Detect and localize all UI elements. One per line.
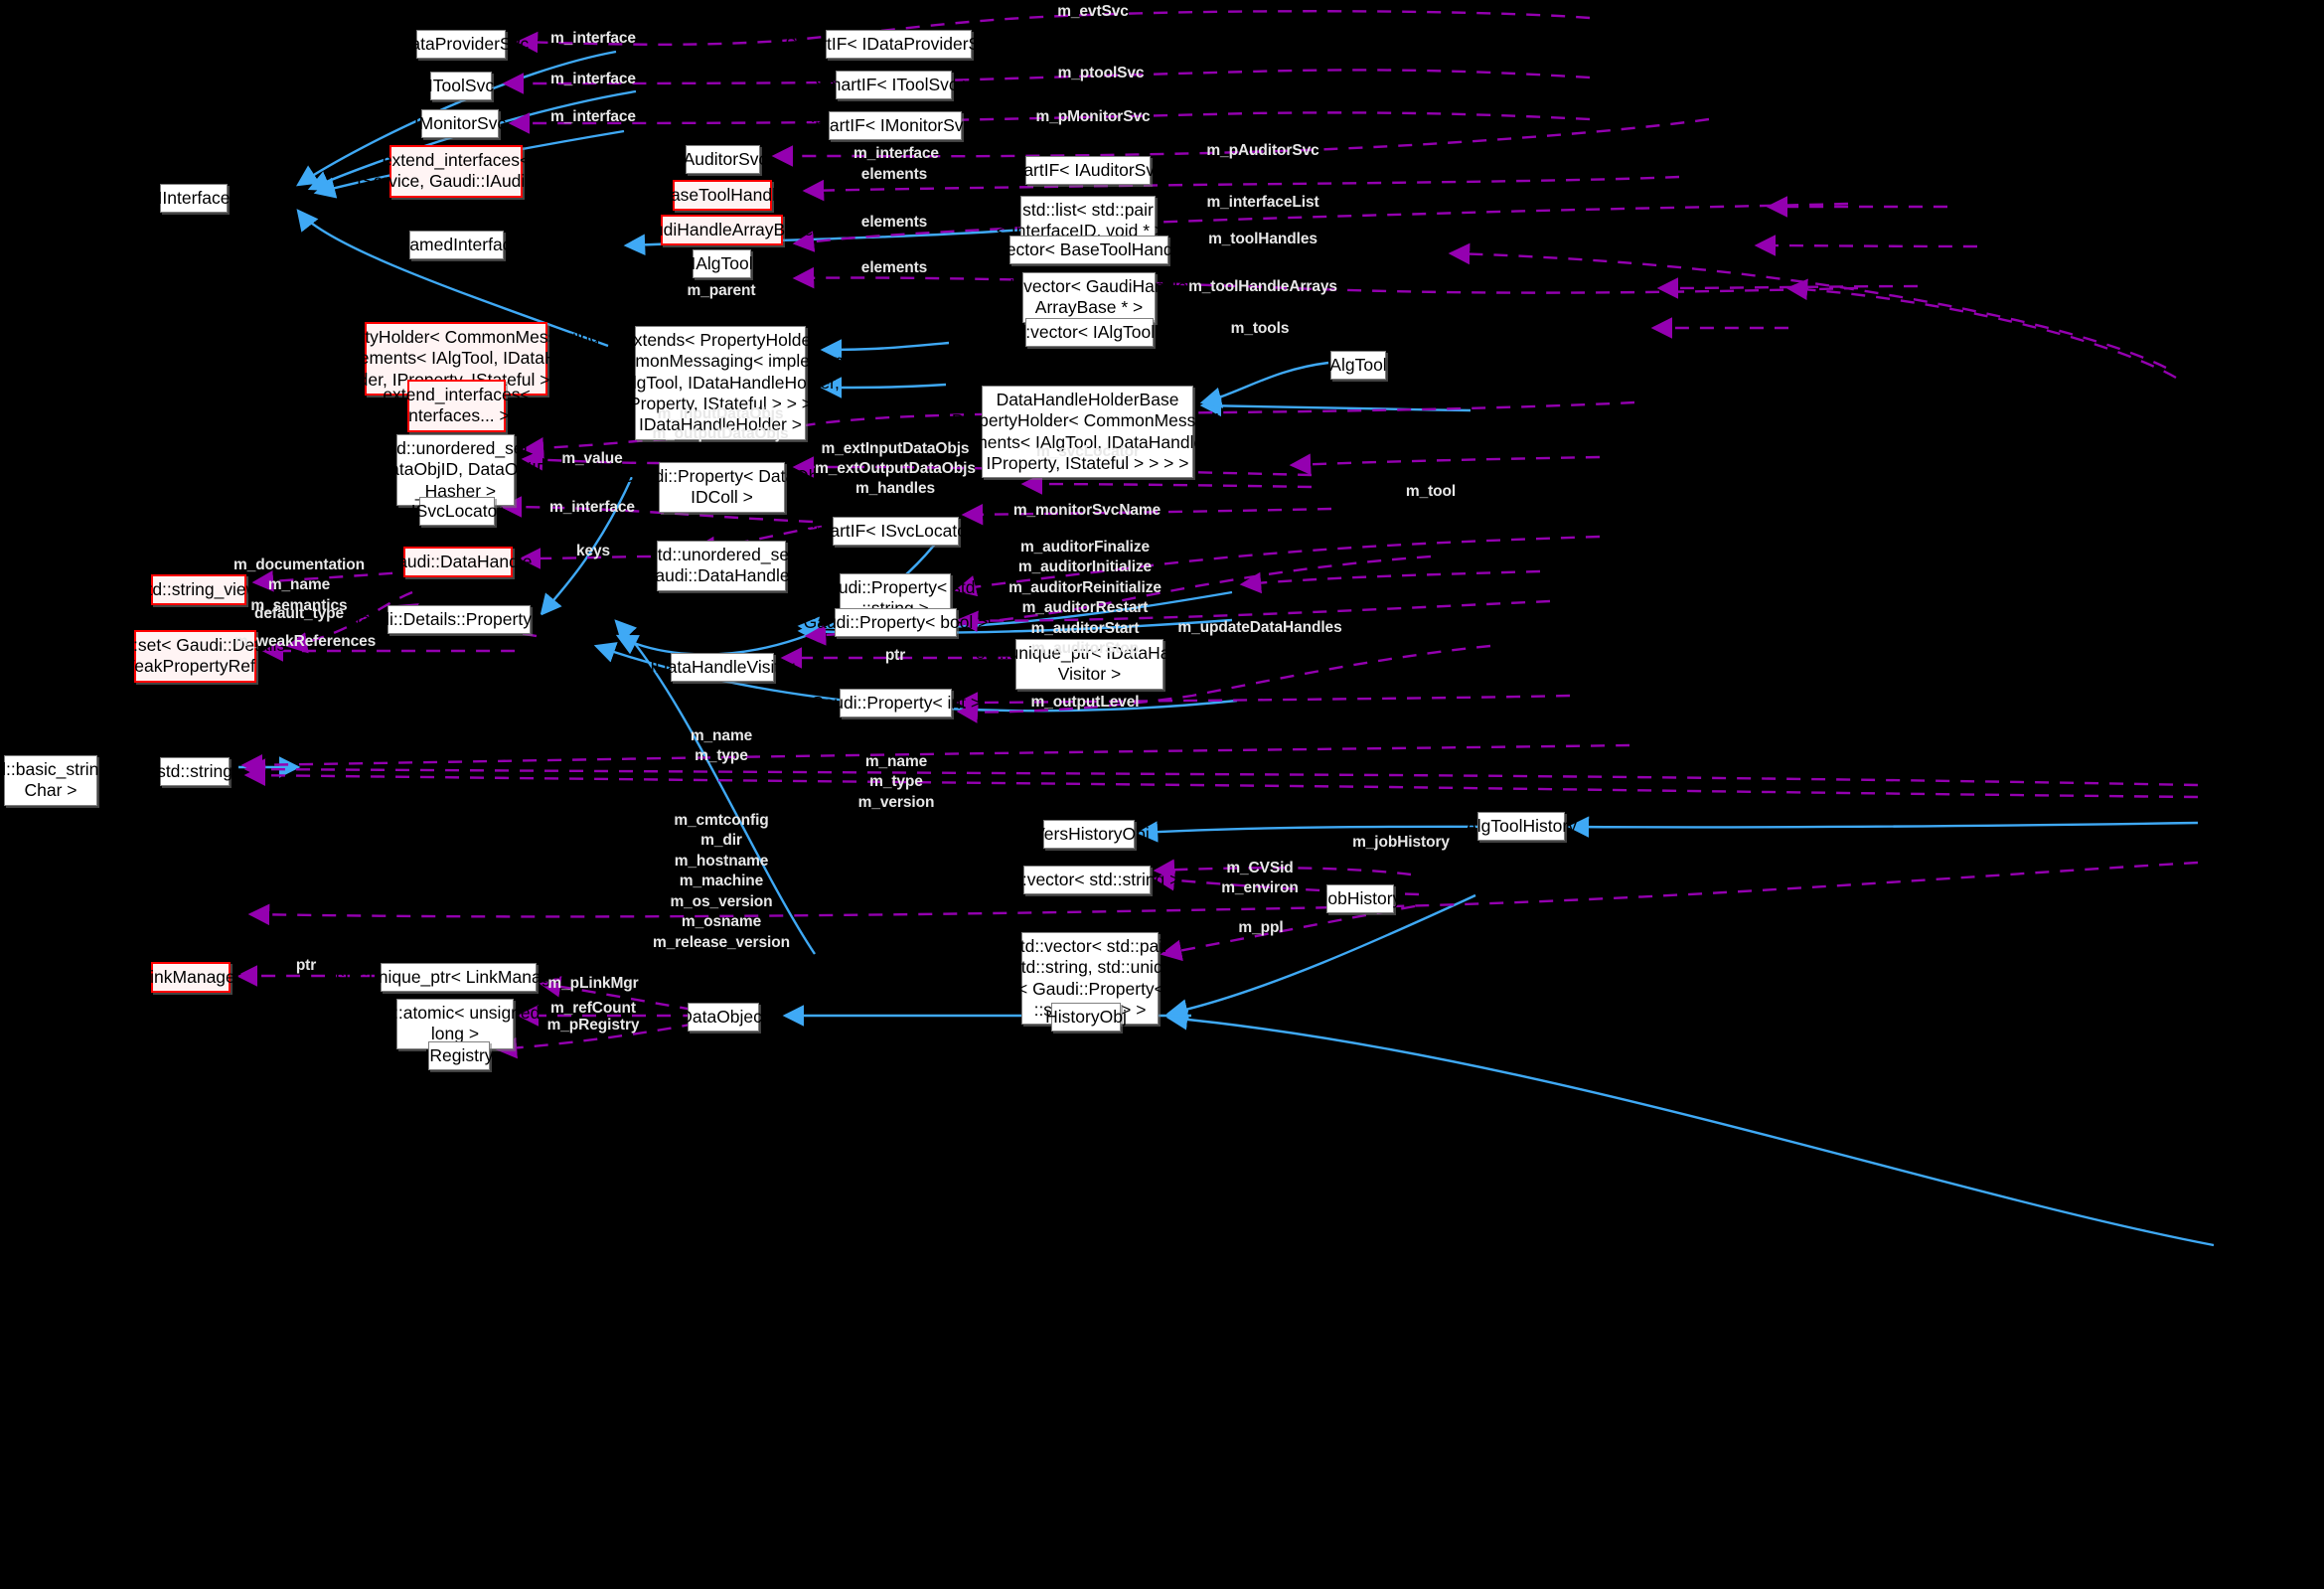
edge-label-interface3: m_interface [550,108,636,125]
edge-label-default_type: default_type [253,605,345,622]
edge-label-monitorsvcname: m_monitorSvcName [1012,502,1162,519]
edge-label-outputlevel: m_outputLevel [1030,694,1140,711]
class-node-prop_dataobjidcoll[interactable]: Gaudi::Property< DataObj IDColl > [622,462,822,513]
edge-label-ptr2: ptr [295,957,317,974]
class-node-imonitorsvc[interactable]: IMonitorSvc [414,109,506,139]
class-node-datahandleholderbase[interactable]: DataHandleHolderBase < PropertyHolder< C… [916,386,1259,479]
class-node-smartif_iauditorsvc[interactable]: SmartIF< IAuditorSvc > [998,156,1178,186]
class-node-stdstring[interactable]: std::string [157,757,232,787]
class-node-uniqueptr_visitor[interactable]: std::unique_ptr< IDataHandle Visitor > [976,639,1203,690]
edge-label-interface1: m_interface [550,30,636,47]
edge-label-ptr1: ptr [884,647,906,664]
edge-label-name_type: m_name m_type [690,727,753,765]
class-node-vec_string[interactable]: std::vector< std::string > [995,866,1179,895]
edge-label-pauditorsvc: m_pAuditorSvc [1206,142,1319,159]
class-node-uniqueptr_linkmgr[interactable]: std::unique_ptr< LinkManager > [336,963,581,993]
class-node-smartif_idataprovider[interactable]: SmartIF< IDataProviderSvc > [785,30,1012,60]
class-node-idataprovidersvc[interactable]: IDataProviderSvc [393,30,529,60]
edge-label-extinputoutput: m_extInputDataObjs m_extOutputDataObjs [815,440,976,478]
edge-label-ptoolsvc: m_ptoolSvc [1057,65,1145,81]
edge-label-auditors: m_auditorFinalize m_auditorInitialize m_… [1008,539,1162,658]
edge-label-pregistry: m_pRegistry [546,1017,640,1033]
edge-label-value: m_value [561,450,623,467]
edge-label-svclocator: m_svcLocator [1036,443,1140,460]
class-node-iregistry[interactable]: IRegistry [424,1041,494,1071]
class-node-set_weakpropertyref[interactable]: std::set< Gaudi::Details ::WeakPropertyR… [105,630,285,683]
edge-label-ppl: m_ppl [1238,919,1284,936]
edge-label-cvsid_environ: m_CVSid m_environ [1221,860,1299,897]
edge-label-elements2: elements [860,214,928,231]
class-node-extend_iservice[interactable]: extend_interfaces< IService, Gaudi::IAud… [357,145,560,198]
edge-label-weakreferences: m_weakReferences [233,633,377,650]
class-node-linkmanager[interactable]: LinkManager [140,962,241,994]
edge-label-tools: m_tools [1230,320,1290,337]
class-node-itoolsvc[interactable]: IToolSvc [428,72,494,101]
class-node-dataobject[interactable]: DataObject [680,1003,767,1033]
class-node-atomic_ulong[interactable]: std::atomic< unsigned long > [371,999,540,1049]
edge-label-toolhandles: m_toolHandles [1208,231,1317,247]
class-node-historyobj[interactable]: HistoryObj [1045,1003,1127,1033]
edge-label-interface4: m_interface [853,145,939,162]
class-node-algtool[interactable]: AlgTool [1329,351,1387,381]
edge-label-elements3: elements [860,259,928,276]
edge-label-elements1: elements [860,166,928,183]
edge-label-updatedatahandles: m_updateDataHandles [1177,619,1342,636]
edge-label-toolhandlearrays: m_toolHandleArrays [1188,278,1337,295]
class-node-iversshistoryobj[interactable]: IVersHistoryObj [1028,820,1150,850]
class-node-smartif_imonitorsvc[interactable]: SmartIF< IMonitorSvc > [804,111,987,141]
class-node-propertybase[interactable]: Gaudi::Details::PropertyBase [347,605,571,635]
edge-label-tool: m_tool [1405,483,1457,500]
edge-label-pmonitorsvc: m_pMonitorSvc [1035,108,1151,125]
class-node-gaudihandlearraybase[interactable]: GaudiHandleArrayBase [631,215,813,246]
class-node-basetoolhandle[interactable]: BaseToolHandle [659,180,786,212]
class-node-smartif_isvclocator[interactable]: SmartIF< ISvcLocator > [804,517,988,547]
class-node-iauditorsvc[interactable]: IAuditorSvc [679,145,767,175]
edge-label-keys: keys [575,543,611,559]
class-node-vec_gaudihandlearray[interactable]: std::vector< GaudiHandle ArrayBase * > [991,272,1187,323]
class-node-gaudi_datahandle[interactable]: Gaudi::DataHandle [385,547,532,578]
edge-label-name_type_version: m_name m_type m_version [857,753,935,811]
edge-label-refcount: m_refCount [550,1000,636,1017]
class-node-unordered_datahandle[interactable]: std::unordered_set < Gaudi::DataHandle *… [627,541,816,591]
class-node-prop_int[interactable]: Gaudi::Property< int > [811,689,981,718]
edge-label-cmtconfig: m_cmtconfig m_dir m_hostname m_machine m… [653,812,790,951]
class-node-jobhistory[interactable]: JobHistory [1319,884,1401,914]
class-node-smartif_itoolsvc[interactable]: SmartIF< IToolSvc > [815,71,973,100]
class-node-unordered_dataobjid[interactable]: std::unordered_set < DataObjID, DataObjI… [362,434,549,507]
edge-label-inputoutputdataobjs: m_inputDataObjs m_outputDataObjs [652,405,789,443]
class-node-prop_bool[interactable]: Gaudi::Property< bool > [804,608,988,638]
edge-label-plinkmgr: m_pLinkMgr [547,975,639,992]
class-node-isvclocator[interactable]: ISvcLocator [411,497,503,527]
edge-label-documentation: m_documentation m_name m_semantics [233,556,365,614]
class-node-idatahandlevisitor[interactable]: IDataHandleVisitor [650,653,795,683]
class-node-algtoolhistory[interactable]: AlgToolHistory [1466,812,1577,842]
class-node-vec_ialgtool[interactable]: std::vector< IAlgTool * > [998,318,1181,348]
class-node-iinterface[interactable]: IInterface [158,184,230,214]
edge-label-interfacelist: m_interfaceList [1206,194,1319,211]
edge-label-interface5: m_interface [549,499,635,516]
class-node-inamedinterface[interactable]: INamedInterface [392,231,521,260]
class-node-extend_interfaces[interactable]: extend_interfaces< Interfaces... > [383,380,531,432]
class-node-vec_basetoolhandle[interactable]: std::vector< BaseToolHandle * > [965,236,1213,265]
class-node-basic_string[interactable]: std::basic_string< Char > [0,755,118,806]
edge-label-evtsvc: m_evtSvc [1057,3,1129,20]
class-node-ialgtool[interactable]: IAlgTool [691,249,753,279]
class-node-extends_propertyholder[interactable]: extends< PropertyHolder < CommonMessagin… [583,326,857,440]
edge-label-handles: m_handles [854,480,936,497]
edge-label-interface2: m_interface [550,71,636,87]
edge-label-parent: m_parent [687,282,756,299]
class-node-string_view[interactable]: std::string_view [139,574,258,606]
edge-label-jobhistory: m_jobHistory [1352,834,1450,851]
